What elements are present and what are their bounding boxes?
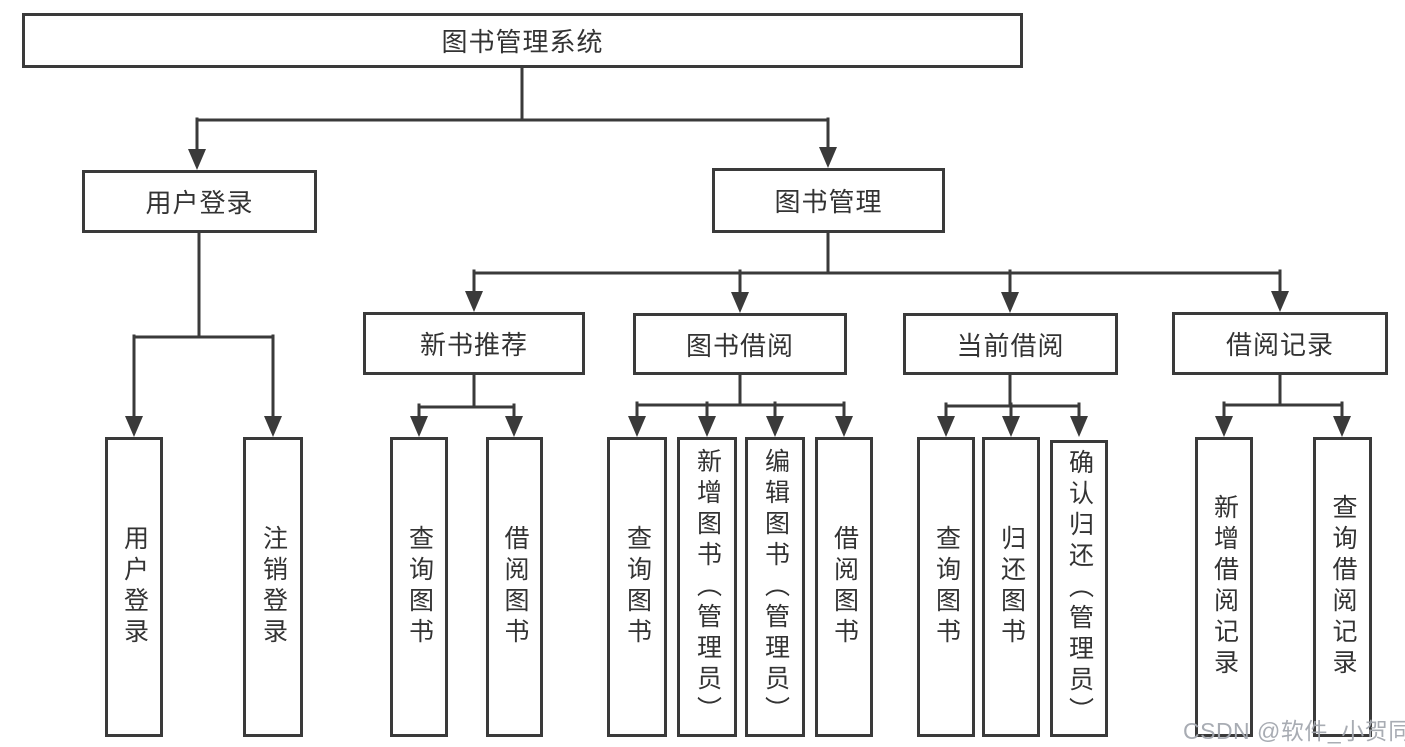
arrowhead <box>1001 292 1019 313</box>
node-current-borrow: 当前借阅 <box>903 313 1118 375</box>
arrowhead <box>1333 416 1351 437</box>
node-label: 新书推荐 <box>419 330 528 360</box>
leaf-query-book-rec: 查询图书 <box>390 437 448 737</box>
node-label: 确认归还（管理员） <box>1065 449 1094 728</box>
node-book-borrow: 图书借阅 <box>633 313 847 375</box>
connector-new-book-rec-children <box>417 373 516 420</box>
arrowhead <box>188 149 206 170</box>
node-label: 注销登录 <box>259 525 288 649</box>
node-book-mgmt: 图书管理 <box>712 168 945 233</box>
node-new-book-rec: 新书推荐 <box>363 312 585 375</box>
arrowhead <box>465 291 483 312</box>
arrowhead <box>628 416 646 437</box>
connector-user-login-children <box>132 230 275 420</box>
leaf-logout: 注销登录 <box>243 437 303 737</box>
node-label: 新增借阅记录 <box>1210 494 1239 680</box>
arrowhead <box>264 416 282 437</box>
arrowhead <box>835 416 853 437</box>
node-label: 用户登录 <box>120 525 149 649</box>
node-label: 借阅记录 <box>1225 330 1334 360</box>
node-label: 查询图书 <box>405 525 434 649</box>
leaf-query-book-borrow: 查询图书 <box>607 437 667 737</box>
arrowhead <box>1271 291 1289 312</box>
arrowhead <box>819 147 837 168</box>
leaf-query-book-current: 查询图书 <box>917 437 975 737</box>
node-label: 图书借阅 <box>685 330 794 361</box>
arrowhead <box>1002 416 1020 437</box>
connector-book-borrow-children <box>635 373 846 420</box>
node-label: 借阅图书 <box>501 525 529 649</box>
node-label: 查询图书 <box>623 525 652 649</box>
node-label: 当前借阅 <box>956 330 1065 361</box>
leaf-edit-book-admin: 编辑图书（管理员） <box>745 437 805 737</box>
connector-root-to-level2 <box>195 66 830 152</box>
leaf-user-login: 用户登录 <box>105 437 163 737</box>
arrowhead <box>698 416 716 437</box>
node-label: 查询图书 <box>932 525 961 649</box>
arrowhead <box>505 416 523 437</box>
leaf-borrow-book-rec: 借阅图书 <box>486 437 543 737</box>
arrowhead <box>125 416 143 437</box>
leaf-return-book: 归还图书 <box>982 437 1040 737</box>
node-label: 图书管理 <box>774 187 883 217</box>
node-label: 新增图书（管理员） <box>693 447 722 727</box>
node-label: 图书管理系统 <box>441 27 604 57</box>
node-label: 借阅图书 <box>830 525 859 649</box>
node-borrow-records: 借阅记录 <box>1172 312 1388 375</box>
arrowhead <box>1070 416 1088 437</box>
connector-book-mgmt-children <box>472 230 1282 296</box>
arrowhead <box>937 416 955 437</box>
leaf-borrow-book-borrow: 借阅图书 <box>815 437 873 737</box>
connector-current-borrow-children <box>944 373 1081 420</box>
connector-borrow-records-children <box>1222 373 1344 420</box>
arrowhead <box>1215 416 1233 437</box>
leaf-add-book-admin: 新增图书（管理员） <box>677 437 737 737</box>
arrowhead <box>410 416 428 437</box>
node-label: 查询借阅记录 <box>1329 494 1357 680</box>
leaf-confirm-return-admin: 确认归还（管理员） <box>1050 440 1108 737</box>
leaf-add-borrow-record: 新增借阅记录 <box>1195 437 1253 737</box>
node-label: 编辑图书（管理员） <box>761 447 790 727</box>
node-label: 用户登录 <box>145 188 254 218</box>
arrowhead <box>766 416 784 437</box>
node-user-login: 用户登录 <box>82 170 317 233</box>
node-label: 归还图书 <box>997 525 1026 649</box>
leaf-query-borrow-record: 查询借阅记录 <box>1313 437 1372 737</box>
csdn-watermark: CSDN @软件_小贺同学 <box>1183 718 1405 744</box>
node-root: 图书管理系统 <box>22 13 1023 68</box>
arrowhead <box>731 292 749 313</box>
